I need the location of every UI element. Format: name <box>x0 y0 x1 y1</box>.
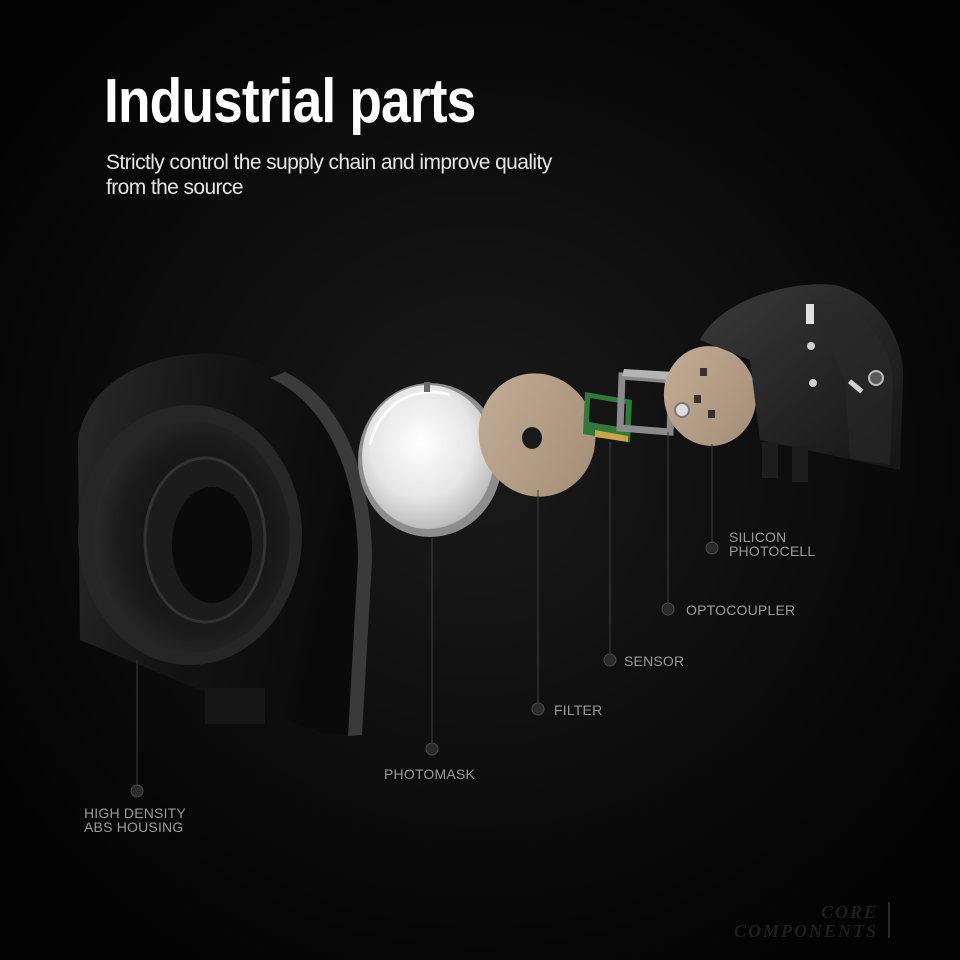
label-photomask: PHOTOMASK <box>384 766 476 782</box>
label-photocell-line1: SILICON <box>729 529 787 545</box>
label-photocell-line2: PHOTOCELL <box>729 543 816 559</box>
page-subtitle: Strictly control the supply chain and im… <box>106 151 552 199</box>
abs-housing-part <box>78 353 372 736</box>
label-abs-housing-line2: ABS HOUSING <box>84 819 184 835</box>
watermark-divider <box>888 902 890 938</box>
dot-photocell <box>705 541 719 555</box>
label-optocoupler: OPTOCOUPLER <box>686 602 796 618</box>
label-sensor: SENSOR <box>624 653 685 669</box>
dot-optocoupler <box>661 602 675 616</box>
photomask-dome-part <box>358 382 502 537</box>
label-filter: FILTER <box>554 702 603 718</box>
leader-lines <box>136 432 713 786</box>
back-housing-part <box>700 284 904 482</box>
optocoupler-part <box>616 369 676 436</box>
watermark-line1: CORE <box>820 902 878 922</box>
filter-disc-part <box>478 373 596 497</box>
label-silicon-photocell: SILICON PHOTOCELL <box>729 530 815 558</box>
dot-housing <box>130 784 144 798</box>
dot-sensor <box>603 653 617 667</box>
dot-filter <box>531 702 545 716</box>
leader-dots <box>130 541 719 798</box>
label-abs-housing-line1: HIGH DENSITY <box>84 805 186 821</box>
watermark-line2: COMPONENTS <box>733 921 878 941</box>
sensor-pcb-part <box>583 392 632 442</box>
label-abs-housing: HIGH DENSITY ABS HOUSING <box>84 806 186 834</box>
photocell-disc-part <box>663 346 757 446</box>
page-title: Industrial parts <box>104 67 476 136</box>
dot-photomask <box>425 742 439 756</box>
